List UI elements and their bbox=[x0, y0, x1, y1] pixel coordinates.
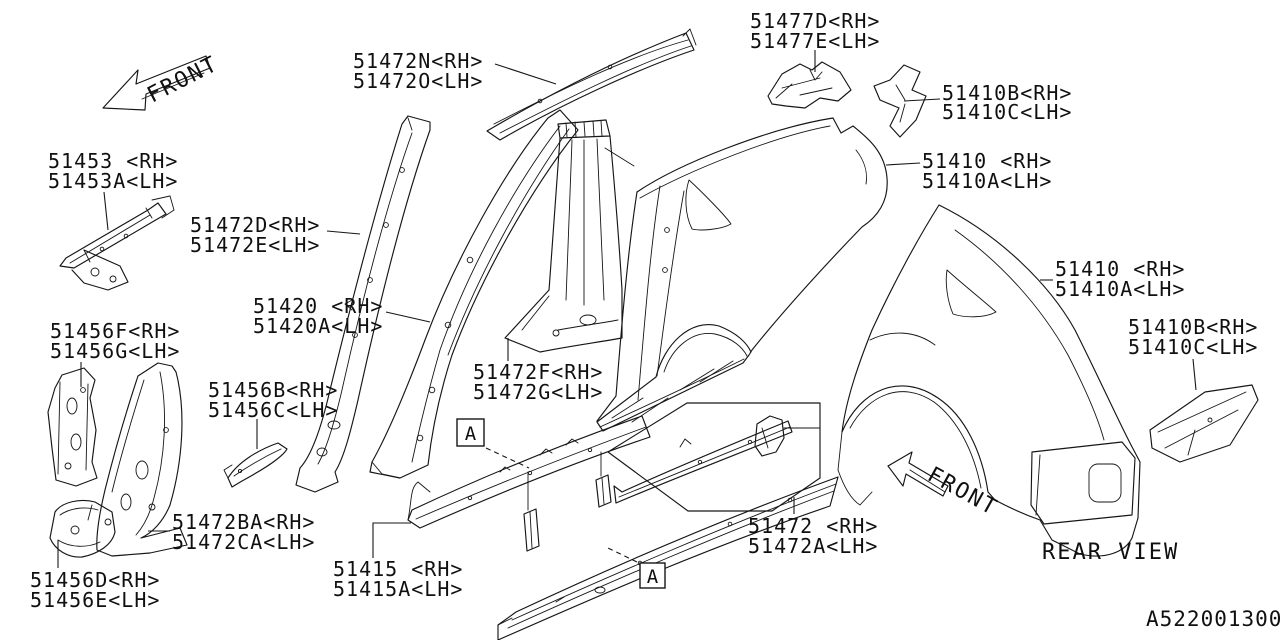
label-sill-inner-rh: 51415 <RH> bbox=[333, 557, 463, 581]
label-upper-bracket-rh: 51477D<RH> bbox=[750, 9, 880, 33]
label-pillar-rein-lh: 51472G<LH> bbox=[473, 380, 603, 404]
label-a-pillar-lh: 51472E<LH> bbox=[190, 233, 320, 257]
front-arrow-right-icon bbox=[887, 451, 949, 497]
label-inner-f-lh: 51456G<LH> bbox=[50, 339, 180, 363]
label-inner-b-rh: 51456B<RH> bbox=[208, 378, 338, 402]
front-arrow-right: FRONT bbox=[887, 451, 1002, 521]
label-hood-side-rh: 51453 <RH> bbox=[48, 149, 178, 173]
label-sill-outer-rh: 51472 <RH> bbox=[748, 514, 878, 538]
part-center-pillar-inner bbox=[504, 119, 623, 353]
part-bracket-d bbox=[49, 499, 116, 558]
label-inner-d-lh: 51456E<LH> bbox=[30, 588, 160, 612]
part-small-bracket-2 bbox=[595, 451, 612, 508]
part-inner-panel-f bbox=[47, 367, 98, 487]
section-marker-a-2-letter: A bbox=[647, 566, 659, 588]
part-front-pillar-outer bbox=[96, 362, 188, 557]
rear-view-caption: REAR VIEW bbox=[1042, 540, 1179, 565]
part-quarter-panel-side bbox=[596, 117, 888, 432]
label-qtr-rear-lh: 51410A<LH> bbox=[1055, 277, 1185, 301]
label-sill-outer-lh: 51472A<LH> bbox=[748, 534, 878, 558]
section-marker-a-1-letter: A bbox=[465, 423, 477, 445]
part-callout-bracket bbox=[754, 415, 821, 457]
label-inner-b-lh: 51456C<LH> bbox=[208, 398, 338, 422]
part-side-outer-band bbox=[369, 109, 579, 479]
label-qtr-rear-rh: 51410 <RH> bbox=[1055, 257, 1185, 281]
part-small-bracket-1 bbox=[523, 471, 540, 552]
label-inner-f-rh: 51456F<RH> bbox=[50, 319, 180, 343]
label-hood-side-lh: 51453A<LH> bbox=[48, 169, 178, 193]
part-extension-upper bbox=[873, 64, 927, 138]
part-sill-outer-long bbox=[497, 476, 839, 640]
section-marker-a-1: A bbox=[456, 418, 530, 469]
label-ext-upper-rh: 51410B<RH> bbox=[942, 81, 1072, 105]
label-side-outer-lh: 51420A<LH> bbox=[253, 314, 383, 338]
callout-hexagon-sill-outer bbox=[607, 402, 821, 512]
part-sill-inner-rail bbox=[407, 415, 651, 529]
part-front-pillar-rail bbox=[295, 115, 431, 493]
label-roof-rail-lh: 51472O<LH> bbox=[353, 69, 483, 93]
leader-lines bbox=[57, 50, 1197, 568]
label-inner-d-rh: 51456D<RH> bbox=[30, 568, 160, 592]
label-upper-bracket-lh: 51477E<LH> bbox=[750, 29, 880, 53]
drawing-code: A522001300 bbox=[1146, 607, 1280, 631]
label-sill-inner-lh: 51415A<LH> bbox=[333, 577, 463, 601]
part-roof-side-rail bbox=[486, 28, 697, 141]
label-roof-rail-rh: 51472N<RH> bbox=[353, 49, 483, 73]
label-ext-rear-rh: 51410B<RH> bbox=[1128, 315, 1258, 339]
part-strip-b bbox=[223, 442, 288, 488]
label-pillar-rein-rh: 51472F<RH> bbox=[473, 360, 603, 384]
part-quarter-panel-rear bbox=[837, 204, 1141, 557]
label-a-pillar-rh: 51472D<RH> bbox=[190, 213, 320, 237]
part-labels: 51472N<RH> 51472O<LH> 51477D<RH> 51477E<… bbox=[30, 9, 1258, 612]
section-marker-a-2: A bbox=[607, 547, 666, 589]
part-extension-rear bbox=[1149, 384, 1259, 463]
label-qtr-side-rh: 51410 <RH> bbox=[922, 149, 1052, 173]
label-fp-outer-rh: 51472BA<RH> bbox=[172, 510, 315, 534]
label-ext-rear-lh: 51410C<LH> bbox=[1128, 335, 1258, 359]
front-label-left: FRONT bbox=[143, 51, 222, 108]
label-qtr-side-lh: 51410A<LH> bbox=[922, 169, 1052, 193]
label-side-outer-rh: 51420 <RH> bbox=[253, 294, 383, 318]
front-arrow-left-icon bbox=[102, 55, 211, 111]
part-hood-side-bracket bbox=[59, 195, 175, 291]
label-ext-upper-lh: 51410C<LH> bbox=[942, 100, 1072, 124]
front-arrow-left: FRONT bbox=[102, 51, 223, 111]
part-sill-outer-callout bbox=[613, 420, 793, 504]
label-fp-outer-lh: 51472CA<LH> bbox=[172, 530, 315, 554]
part-upper-bracket bbox=[767, 61, 852, 109]
